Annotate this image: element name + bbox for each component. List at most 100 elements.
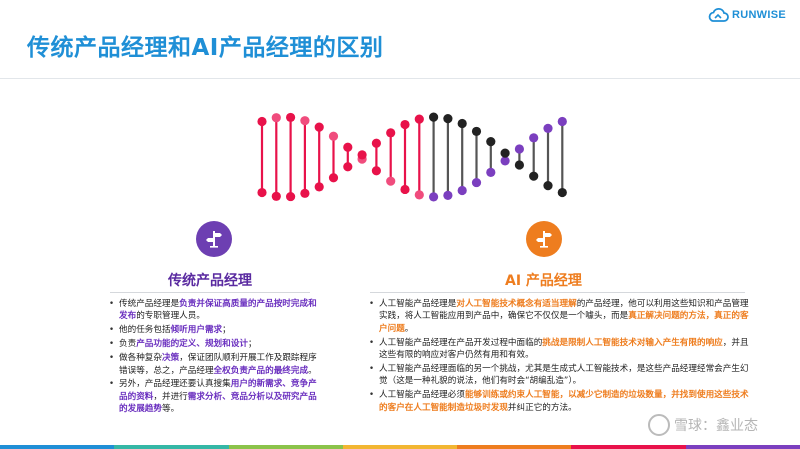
watermark-text: 雪球：鑫业态	[674, 418, 758, 434]
bullet-highlight: 决策	[161, 353, 180, 364]
helix-node	[471, 126, 482, 137]
helix-node	[543, 123, 553, 133]
bar-segment	[457, 445, 572, 449]
ai-bullet-2: 人工智能产品经理在产品开发过程中面临的挑战是限制人工智能技术对输入产生有限的响应…	[368, 337, 753, 362]
traditional-pm-bullets: 传统产品经理是负责并保证高质量的产品按时完成和发布的专职管理人员。 他的任务包括…	[108, 298, 318, 417]
signpost-badge-traditional	[196, 221, 232, 257]
ai-pm-bullets: 人工智能产品经理是对人工智能技术概念有适当理解的产品经理，他可以利用这些知识和产…	[368, 298, 753, 416]
helix-node	[357, 150, 367, 160]
helix-node	[443, 190, 453, 200]
helix-node	[300, 116, 310, 126]
bottom-color-bar	[0, 445, 800, 449]
helix-node	[529, 133, 539, 143]
helix-node	[486, 167, 496, 178]
bullet-highlight: 挑战是限制人工智能技术对输入产生有限的响应	[542, 337, 723, 348]
bullet-text: 另外，产品经理还要认真搜集	[119, 379, 231, 390]
title-divider	[0, 78, 800, 79]
ai-pm-divider	[370, 292, 745, 293]
bullet-text: 做各种复杂	[119, 353, 162, 364]
helix-node	[343, 162, 353, 172]
helix-node	[557, 116, 567, 127]
helix-node	[300, 188, 310, 198]
helix-node	[257, 187, 267, 198]
bullet-text: 。	[308, 365, 317, 376]
helix-node	[343, 142, 353, 152]
helix-node	[429, 112, 439, 122]
bullet-text: ，并且这些有限的响应对客户仍然有用和有效。	[379, 337, 749, 361]
page-title: 传统产品经理和AI产品经理的区别	[27, 35, 384, 61]
helix-node	[500, 156, 510, 166]
runwise-logo: RUNWISE	[707, 7, 786, 23]
traditional-bullet-5: 另外，产品经理还要认真搜集用户的新需求、竞争产品的资料，并进行需求分析、竞品分析…	[108, 378, 318, 415]
bullet-text: 等。	[161, 404, 180, 415]
signpost-icon	[536, 231, 552, 248]
logo-text: RUNWISE	[731, 9, 786, 21]
helix-node	[328, 173, 339, 183]
bullet-text: 的产品经理，他可以利用这些知识和产品管理实践，将人工智能应用到产品中，确保它不仅…	[379, 299, 749, 322]
helix-node	[471, 177, 482, 188]
ai-bullet-1: 人工智能产品经理是对人工智能技术概念有适当理解的产品经理，他可以利用这些知识和产…	[368, 298, 753, 335]
traditional-bullet-4: 做各种复杂决策，保证团队顺利开展工作及跟踪程序错误等，总之，产品经理全权负责产品…	[108, 352, 318, 377]
helix-node	[557, 187, 567, 198]
bullet-text: 。	[404, 323, 414, 334]
helix-node	[286, 112, 296, 123]
helix-node	[429, 192, 439, 202]
signpost-icon	[206, 231, 222, 248]
traditional-pm-divider	[110, 292, 310, 293]
bullet-text: ；	[222, 325, 231, 336]
helix-node	[314, 182, 324, 192]
helix-node	[500, 148, 510, 158]
helix-node	[400, 184, 410, 195]
signpost-badge-ai	[526, 221, 562, 257]
helix-node	[271, 113, 281, 123]
ai-bullet-3: 人工智能产品经理面临的另一个挑战，尤其是生成式人工智能技术，是这些产品经理经常会…	[368, 363, 753, 388]
bullet-text: ，并进行	[153, 391, 188, 402]
bullet-text: 人工智能产品经理是	[379, 299, 457, 309]
helix-node	[371, 138, 381, 148]
bullet-text: 人工智能产品经理在产品开发过程中面临的	[379, 337, 543, 348]
helix-node	[543, 181, 553, 191]
bullet-highlight: 用户的新需求、竞争产品的资料	[119, 379, 317, 402]
bullet-text: ；	[247, 339, 257, 350]
bar-segment	[342, 445, 458, 449]
traditional-pm-title: 传统产品经理	[168, 273, 252, 289]
bullet-text: 的专职管理人员。	[136, 311, 205, 322]
bullet-highlight: 对人工智能技术概念有适当理解	[456, 299, 577, 309]
helix-node	[414, 190, 424, 200]
bullet-text: 传统产品经理是	[119, 299, 180, 309]
helix-node	[514, 160, 524, 170]
bullet-highlight: 产品功能的定义、规划和设计	[136, 339, 248, 350]
dna-helix-icon	[257, 112, 567, 202]
bullet-highlight: 倾听用户需求	[170, 325, 223, 336]
traditional-bullet-2: 他的任务包括倾听用户需求；	[108, 324, 318, 337]
bar-segment	[0, 445, 115, 449]
ai-pm-title: AI 产品经理	[505, 273, 582, 289]
helix-node	[257, 116, 267, 127]
helix-node	[514, 144, 524, 154]
bullet-highlight: 能够训练或约束人工智能，以减少它制造的垃圾数量，并找到使用这些技术的客户在人工智…	[379, 390, 749, 413]
helix-node	[529, 171, 539, 181]
helix-node	[486, 136, 496, 147]
bullet-text: 人工智能产品经理面临的另一个挑战，尤其是生成式人工智能技术，是这些产品经理经常会…	[379, 364, 749, 387]
helix-node	[414, 114, 424, 124]
bar-segment	[114, 445, 229, 449]
helix-node	[271, 191, 281, 201]
bullet-highlight: 真正解决问题的方法，真正的客户问题	[379, 311, 749, 334]
helix-node	[386, 128, 396, 138]
snowball-icon	[648, 414, 670, 436]
bullet-highlight: 需求分析、竞品分析以及研究产品的发展趋势	[119, 391, 317, 415]
helix-node	[386, 176, 396, 186]
helix-node	[457, 118, 467, 129]
bar-segment	[228, 445, 343, 449]
helix-node	[400, 119, 410, 130]
bullet-highlight: 负责并保证高质量的产品按时完成和发布	[119, 299, 317, 322]
bullet-highlight: 全权负责产品的最终完成	[213, 365, 309, 376]
ai-bullet-4: 人工智能产品经理必须能够训练或约束人工智能，以减少它制造的垃圾数量，并找到使用这…	[368, 389, 753, 414]
bullet-text: ，保证团队顺利开展工作及跟踪程序错误等，总之，产品经理	[119, 353, 317, 376]
bullet-text: 并纠正它的方法。	[507, 402, 577, 413]
traditional-bullet-1: 传统产品经理是负责并保证高质量的产品按时完成和发布的专职管理人员。	[108, 298, 318, 323]
watermark: 雪球：鑫业态	[648, 414, 758, 436]
helix-node	[286, 191, 296, 202]
helix-node	[457, 185, 467, 196]
